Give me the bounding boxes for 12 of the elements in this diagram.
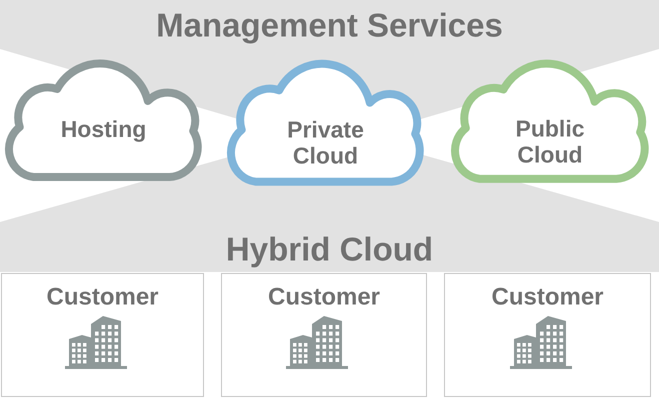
hourglass-band [0, 0, 659, 272]
customer-panel [1, 273, 204, 397]
customer-panel [221, 273, 427, 397]
customer-panel [444, 273, 651, 397]
band-title: Management Services [156, 8, 503, 44]
cloud-label: Private Cloud [287, 117, 364, 169]
band-title: Hybrid Cloud [226, 232, 434, 268]
cloud-label: Public Cloud [516, 116, 584, 168]
customer-label: Customer [46, 284, 159, 312]
customer-label: Customer [268, 284, 380, 312]
cloud-label: Hosting [60, 117, 146, 143]
customer-label: Customer [491, 284, 604, 312]
